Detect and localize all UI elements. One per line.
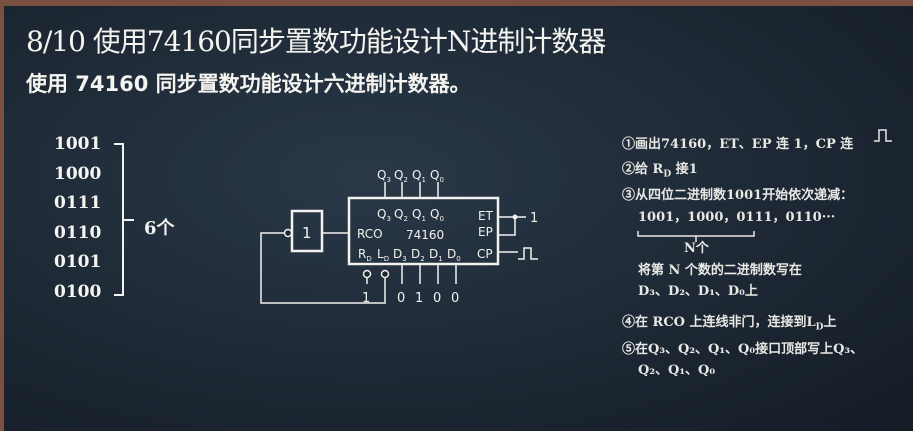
svg-text:LD: LD (377, 247, 389, 263)
clock-pulse-icon (874, 129, 892, 142)
slide-subtitle: 使用 74160 同步置数功能设计六进制计数器。 (26, 72, 471, 96)
code-item: 1001 (54, 134, 102, 154)
et-ep-value: 1 (530, 211, 538, 226)
code-item: 0100 (54, 281, 102, 302)
svg-text:Q0: Q0 (430, 168, 444, 184)
svg-text:Q1: Q1 (412, 207, 426, 223)
step-3-brace-label: N个 (684, 241, 709, 256)
feedback-wire (260, 232, 386, 304)
step-3-line1: 将第 N 个数的二进制数写在 (638, 263, 802, 278)
svg-text:Q2: Q2 (394, 168, 408, 184)
svg-text:D2: D2 (411, 247, 425, 263)
svg-text:Q3: Q3 (377, 207, 391, 223)
code-item: 0110 (54, 222, 102, 243)
svg-text:Q0: Q0 (430, 207, 444, 223)
not-gate-label: 1 (302, 224, 312, 242)
code-item: 1000 (54, 163, 102, 184)
count-label: 6个 (144, 218, 175, 239)
slide-title: 8/10 使用74160同步置数功能设计N进制计数器 (26, 25, 606, 58)
ep-pin: EP (478, 225, 493, 239)
et-pin: ET (478, 209, 494, 223)
d2-value: 1 (415, 291, 423, 306)
d0-value: 0 (451, 291, 459, 306)
svg-text:D3: D3 (393, 247, 407, 263)
step-3-sequence: 1001，1000，0111，0110··· (638, 210, 836, 225)
step-5-line2: Q₂、Q₁、Q₀ (638, 363, 716, 378)
d3-value: 0 (397, 291, 405, 306)
d1-value: 0 (433, 291, 441, 306)
rco-pin: RCO (357, 227, 383, 241)
code-item: 0101 (54, 252, 102, 272)
step-2: ②给 RD 接1 (622, 162, 698, 180)
step-4: ④在 RCO 上连线非门，连接到LD上 (622, 315, 837, 333)
diagram-lines: 1 1 Q3 Q2 Q1 Q0 Q3 Q2 Q1 Q0 RCO 74160 RD… (114, 129, 892, 306)
svg-text:Q2: Q2 (394, 207, 408, 223)
step-3: ③从四位二进制数1001开始依次递减： (622, 188, 854, 203)
step-5: ⑤在Q₃、Q₂、Q₁、Q₀接口顶部写上Q₃、 (622, 342, 864, 357)
rd-value: 1 (362, 291, 370, 306)
not-gate (290, 209, 324, 253)
svg-text:Q1: Q1 (412, 168, 426, 184)
step-1: ①画出74160，ET、EP 连 1，CP 连 (622, 137, 854, 152)
svg-text:D1: D1 (429, 247, 443, 263)
svg-text:Q3: Q3 (377, 168, 391, 184)
binary-sequence: 1001 1000 0111 0110 0101 0100 (54, 134, 101, 311)
code-item: 0111 (54, 193, 102, 213)
clock-pulse-icon (498, 247, 538, 260)
cp-pin: CP (477, 247, 493, 261)
svg-text:D0: D0 (447, 247, 461, 263)
chip-74160 (347, 196, 500, 266)
chalkboard: 8/10 使用74160同步置数功能设计N进制计数器 使用 74160 同步置数… (4, 6, 913, 431)
bracket (114, 143, 134, 296)
svg-text:RD: RD (358, 247, 372, 263)
chip-name: 74160 (406, 228, 444, 242)
step-3-line2: D₃、D₂、D₁、D₀上 (638, 284, 758, 299)
